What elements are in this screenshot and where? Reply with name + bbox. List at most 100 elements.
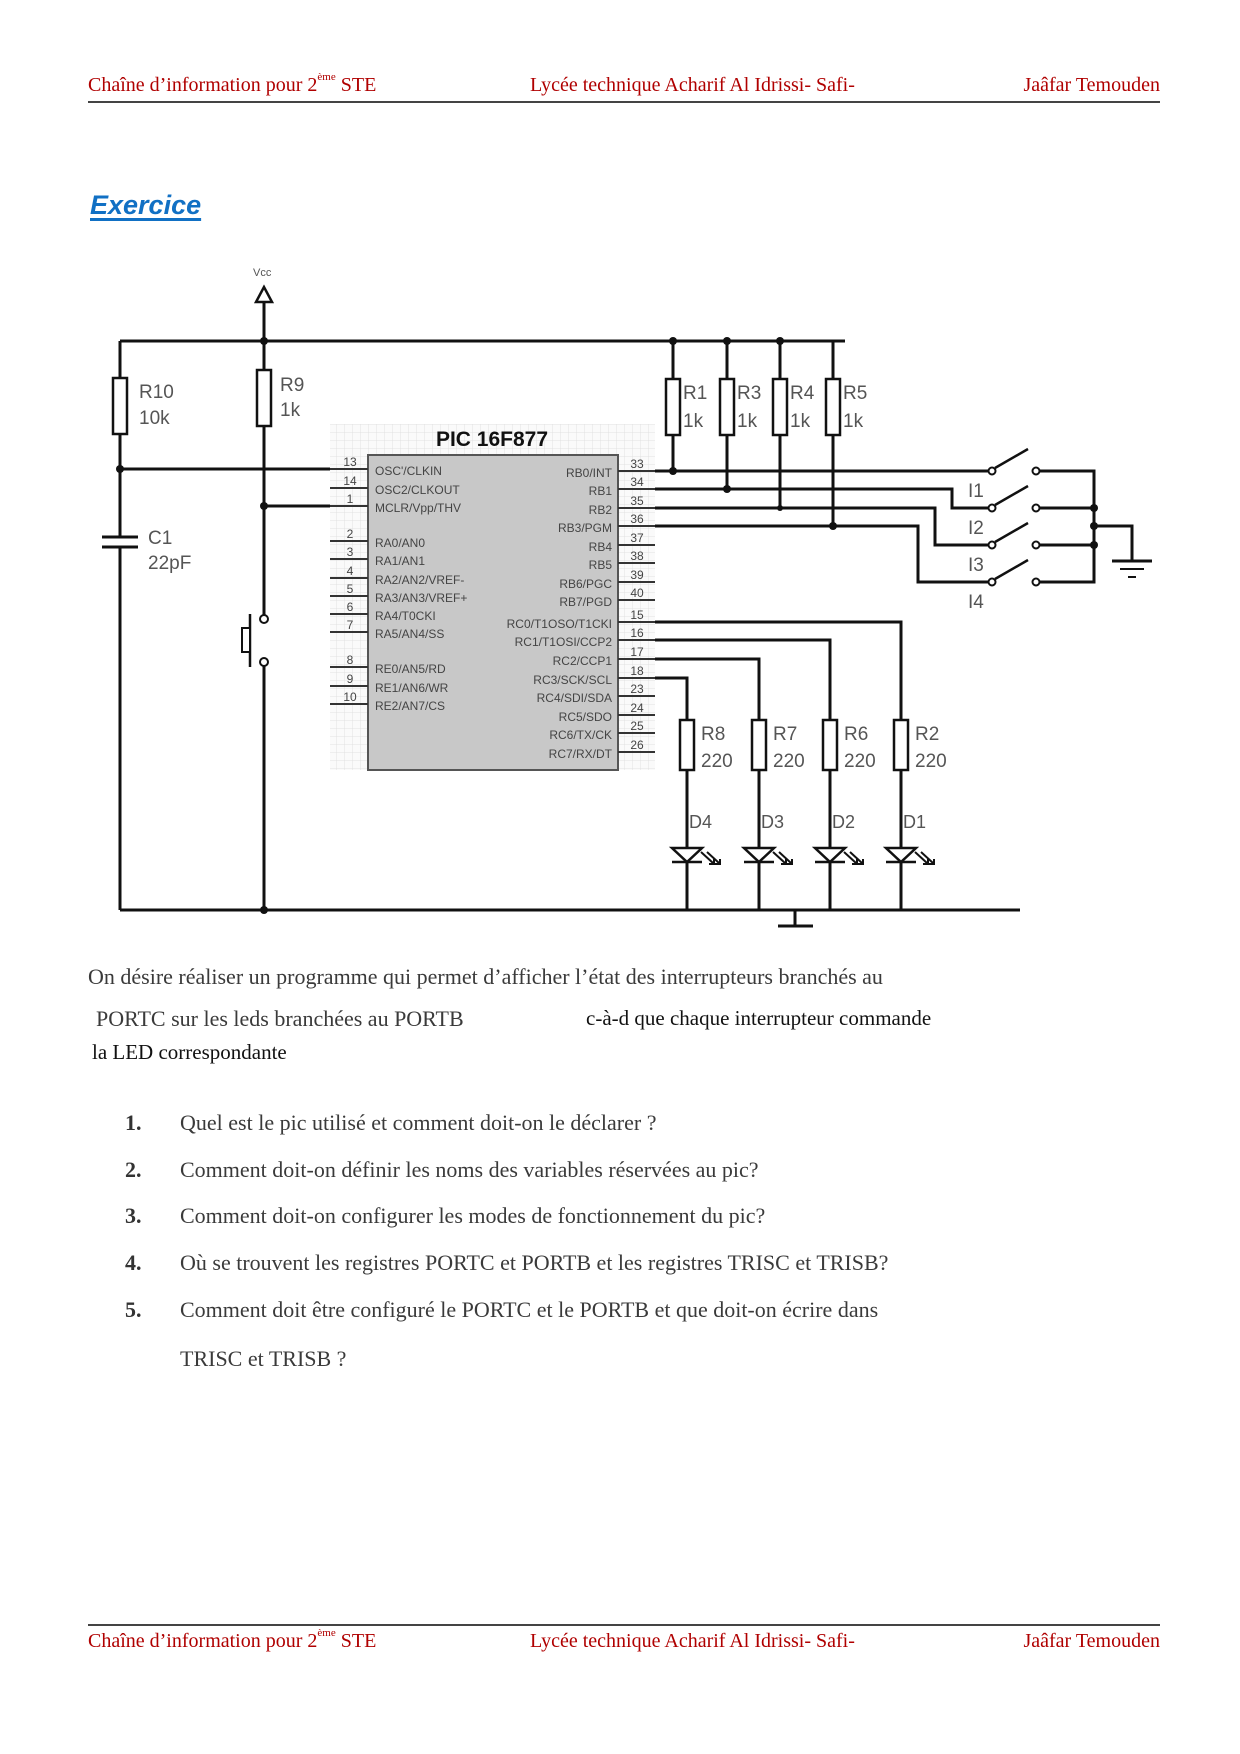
question-number: 5. bbox=[125, 1297, 142, 1322]
resistor-r4 bbox=[771, 377, 789, 437]
resistor-value: 220 bbox=[844, 751, 876, 772]
resistor-label: R1 bbox=[683, 383, 707, 404]
pin-name: RA5/AN4/SS bbox=[375, 627, 444, 641]
pin-number: 1 bbox=[347, 492, 354, 506]
resistor-value: 1k bbox=[790, 411, 811, 432]
footer-author: Jaâfar Temouden bbox=[1023, 1630, 1160, 1652]
pin-name: RB6/PGC bbox=[559, 577, 612, 591]
switch-i2 bbox=[987, 484, 1041, 513]
pin-name: RC7/RX/DT bbox=[549, 747, 613, 761]
pin-number: 14 bbox=[343, 474, 357, 488]
pin-number: 4 bbox=[347, 564, 354, 578]
led-icon bbox=[668, 846, 721, 865]
pin-name: RA2/AN2/VREF- bbox=[375, 573, 464, 587]
pin-number: 18 bbox=[630, 664, 644, 678]
question-number: 2. bbox=[125, 1157, 142, 1182]
question-item: 4.Où se trouvent les registres PORTC et … bbox=[125, 1250, 888, 1276]
header-course-sup: ème bbox=[317, 71, 336, 83]
pin-name: RB0/INT bbox=[566, 466, 613, 480]
pin-name: RB1 bbox=[589, 484, 613, 498]
led-icon bbox=[740, 846, 793, 865]
pin-name: RB3/PGM bbox=[558, 521, 612, 535]
pin-name: RA4/T0CKI bbox=[375, 609, 436, 623]
footer-course: Chaîne d’information pour 2ème STE bbox=[88, 1627, 377, 1653]
pin-number: 7 bbox=[347, 618, 354, 632]
led-label: D1 bbox=[903, 812, 926, 832]
pin-name: RB5 bbox=[589, 558, 613, 572]
pin-name: RC5/SDO bbox=[559, 710, 612, 724]
header-author: Jaâfar Temouden bbox=[1023, 74, 1160, 96]
question-item: 1.Quel est le pic utilisé et comment doi… bbox=[125, 1110, 657, 1136]
switch-label: I3 bbox=[968, 555, 984, 576]
resistor-r1 bbox=[664, 377, 682, 437]
footer-course-text: Chaîne d’information pour 2 bbox=[88, 1630, 318, 1652]
pin-name: RE0/AN5/RD bbox=[375, 662, 446, 676]
junction-dots bbox=[116, 337, 1098, 914]
pin-number: 36 bbox=[630, 512, 644, 526]
resistor-value: 220 bbox=[773, 751, 805, 772]
resistor-value: 1k bbox=[737, 411, 758, 432]
resistor-r10 bbox=[111, 376, 129, 436]
pin-number: 2 bbox=[347, 527, 354, 541]
resistor-value: 220 bbox=[915, 751, 947, 772]
resistor-r7 bbox=[750, 718, 768, 772]
resistor-r2 bbox=[892, 718, 910, 772]
capacitor-c1 bbox=[100, 535, 140, 549]
led-label: D2 bbox=[832, 812, 855, 832]
header-school: Lycée technique Acharif Al Idrissi- Safi… bbox=[530, 74, 855, 96]
pin-name: RE2/AN7/CS bbox=[375, 699, 445, 713]
resistor-r8 bbox=[678, 718, 696, 772]
pin-name: RC3/SCK/SCL bbox=[533, 673, 612, 687]
pin-number: 38 bbox=[630, 549, 644, 563]
question-number: 1. bbox=[125, 1110, 142, 1135]
chip-name: PIC 16F877 bbox=[436, 428, 548, 451]
question-number: 4. bbox=[125, 1250, 142, 1275]
exercise-title: Exercice bbox=[90, 190, 202, 220]
resistor-r5 bbox=[824, 377, 842, 437]
resistor-label: R6 bbox=[844, 724, 868, 745]
circuit-schematic: Vcc R10 10k R9 1k C1 22pF PIC 16F877 13O… bbox=[100, 267, 1152, 928]
question-text: Comment doit-on configurer les modes de … bbox=[180, 1203, 766, 1228]
intro-line-1: On désire réaliser un programme qui perm… bbox=[88, 964, 883, 989]
pin-name: RC0/T1OSO/T1CKI bbox=[507, 617, 612, 631]
pin-name: OSC2/CLKOUT bbox=[375, 483, 460, 497]
pin-number: 17 bbox=[630, 645, 644, 659]
resistor-r6 bbox=[821, 718, 839, 772]
pin-number: 40 bbox=[630, 586, 644, 600]
r9-value: 1k bbox=[280, 400, 301, 421]
pin-name: OSC'/CLKIN bbox=[375, 464, 442, 478]
pin-number: 35 bbox=[630, 494, 644, 508]
resistor-label: R7 bbox=[773, 724, 797, 745]
r9-label: R9 bbox=[280, 375, 304, 396]
question-item: 5. Comment doit être configuré le PORTC e… bbox=[125, 1297, 878, 1323]
question-text: Comment doit être configuré le PORTC et … bbox=[180, 1297, 879, 1322]
c1-value: 22pF bbox=[148, 553, 191, 574]
pin-number: 6 bbox=[347, 600, 354, 614]
resistor-value: 1k bbox=[843, 411, 864, 432]
footer-rule bbox=[88, 1624, 1160, 1626]
pin-number: 26 bbox=[630, 738, 644, 752]
pin-number: 37 bbox=[630, 531, 644, 545]
question-item: TRISC et TRISB ? bbox=[125, 1346, 346, 1372]
pin-name: RA0/AN0 bbox=[375, 536, 425, 550]
switch-i4 bbox=[987, 558, 1041, 587]
pin-number: 8 bbox=[347, 653, 354, 667]
pin-name: RC6/TX/CK bbox=[549, 728, 612, 742]
footer-course-suffix: STE bbox=[335, 1630, 377, 1652]
intro-line-2b: c-à-d que chaque interrupteur commande bbox=[586, 1006, 932, 1030]
pin-number: 5 bbox=[347, 582, 354, 596]
intro-line-2a: PORTC sur les leds branchées au PORTB bbox=[96, 1006, 464, 1031]
resistor-label: R3 bbox=[737, 383, 761, 404]
question-item: 2.Comment doit-on définir les noms des v… bbox=[125, 1157, 759, 1183]
led-icon bbox=[882, 846, 935, 865]
pic-chip: PIC 16F877 13OSC'/CLKIN14OSC2/CLKOUT1MCL… bbox=[330, 424, 655, 771]
pin-number: 34 bbox=[630, 475, 644, 489]
resistor-value: 220 bbox=[701, 751, 733, 772]
led-label: D4 bbox=[689, 812, 712, 832]
pin-name: RC4/SDI/SDA bbox=[537, 691, 612, 705]
led-icon bbox=[811, 846, 864, 865]
pin-name: RB7/PGD bbox=[559, 595, 612, 609]
c1-label: C1 bbox=[148, 528, 172, 549]
resistor-label: R2 bbox=[915, 724, 939, 745]
pin-number: 39 bbox=[630, 568, 644, 582]
